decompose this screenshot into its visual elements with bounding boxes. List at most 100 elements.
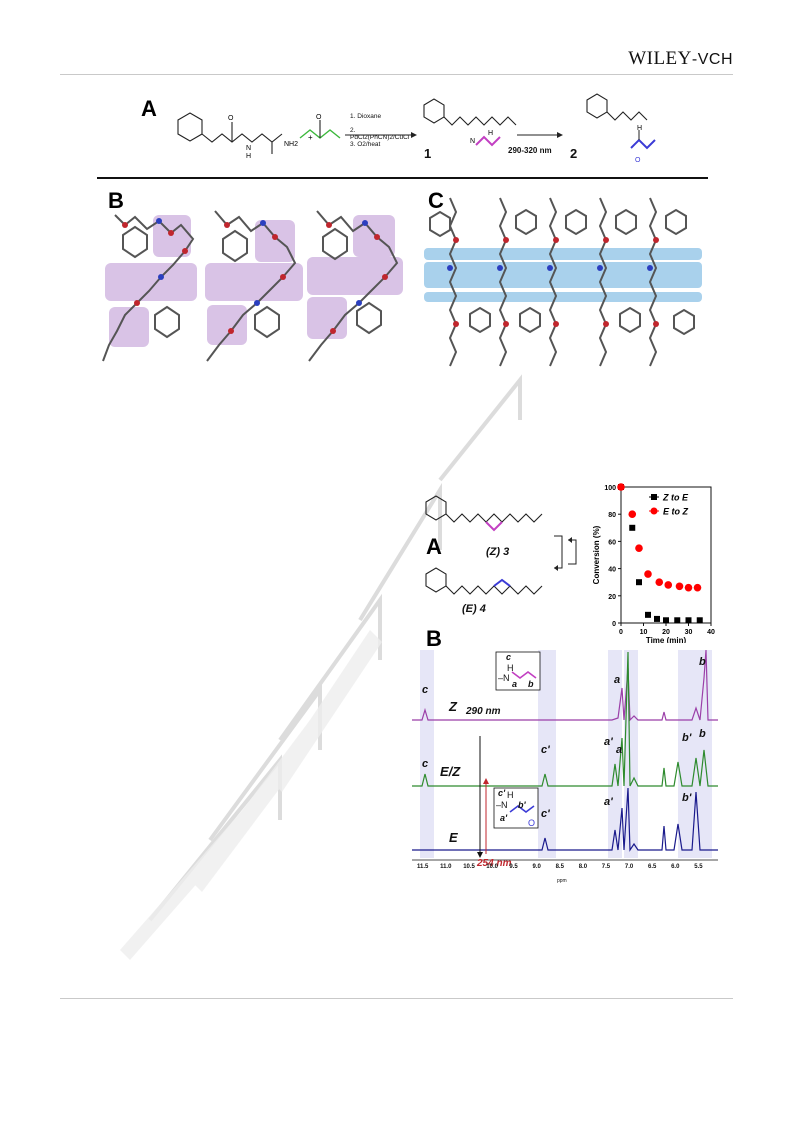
figure1-panel-b-label: B <box>108 188 124 213</box>
footer-rule <box>60 998 733 999</box>
phenyl-ring <box>356 301 382 335</box>
nmr-spectra <box>412 649 718 861</box>
wavelength-label: 290-320 nm <box>508 146 552 155</box>
z-e-isomer-scheme <box>425 495 577 595</box>
highlight-box <box>353 215 395 257</box>
oxygen-atom <box>603 321 609 327</box>
scheme-divider <box>97 177 708 179</box>
compound-4-label: (E) 4 <box>462 603 486 615</box>
nmr-inset-z <box>495 651 541 691</box>
compound-3-label: (Z) 3 <box>486 546 510 558</box>
inset-top-h: H <box>507 663 514 673</box>
molecule-chain <box>308 210 399 362</box>
crystal-packing-b <box>102 210 403 362</box>
molecule-chain <box>648 197 658 367</box>
oxygen-atom <box>503 237 509 243</box>
phenyl-ring <box>469 306 491 334</box>
nmr-tick-label: 11.5 <box>417 864 429 870</box>
data-point-z-to-e <box>685 617 692 624</box>
nmr-tick-label: 10.5 <box>463 864 475 870</box>
data-point-e-to-z <box>693 583 702 592</box>
molecule-chain <box>498 197 508 367</box>
nmr-label-c-z: c <box>422 684 429 696</box>
data-point-e-to-z <box>664 581 673 589</box>
oxygen-atom <box>122 222 128 228</box>
hbond-band <box>424 292 702 302</box>
oxygen-atom <box>553 321 559 327</box>
nmr-highlight-a-prime <box>608 650 622 858</box>
nmr-trace-label-ez: E/Z <box>440 764 461 779</box>
data-point-z-to-e <box>654 615 660 622</box>
figure2-panel-b-label: B <box>426 626 442 651</box>
nmr-trace-z <box>412 649 718 722</box>
y-tick-label: 60 <box>608 539 616 546</box>
phenyl-ring <box>515 208 537 236</box>
inset-bottom-o: O <box>528 818 536 828</box>
inset-top-b: b <box>528 679 534 689</box>
data-point-z-to-e <box>645 611 651 618</box>
nmr-trace-e <box>412 787 718 852</box>
molecule-chain <box>598 197 608 367</box>
data-point-e-to-z <box>628 510 637 518</box>
phenyl-ring <box>429 210 451 238</box>
nmr-label-bp-e: b' <box>682 792 692 804</box>
watermark-stroke <box>358 482 442 622</box>
inset-bottom-a: a' <box>500 813 508 823</box>
nitrogen-atom <box>356 300 362 306</box>
nmr-tick-label: 6.5 <box>648 864 657 870</box>
oxygen-atom <box>168 230 174 236</box>
y-tick-label: 40 <box>608 567 616 574</box>
nmr-tick-label: 7.5 <box>601 864 611 870</box>
nmr-label-a-z: a <box>614 674 621 686</box>
nmr-label-a-ez: a <box>616 744 623 756</box>
nmr-highlight-b <box>678 650 712 858</box>
nitrogen-atom <box>260 220 266 226</box>
oxygen-atom <box>453 321 459 327</box>
data-point-z-to-e <box>636 579 642 586</box>
oxygen-atom <box>382 274 388 280</box>
x-tick-label: 10 <box>640 629 648 636</box>
highlight-box <box>205 263 303 301</box>
nitrogen-atom <box>158 274 164 280</box>
nmr-x-label: ppm <box>557 878 567 884</box>
data-point-e-to-z <box>684 583 693 592</box>
nmr-highlight-a <box>624 650 638 858</box>
y-axis-label: Conversion (%) <box>592 525 601 584</box>
inset-top-a: a <box>512 679 518 689</box>
nmr-label-b-ez: b <box>699 728 706 740</box>
nmr-label-c-ez: c <box>422 758 429 770</box>
y-tick-label: 20 <box>608 594 616 601</box>
irradiation-290-label: 290 nm <box>466 706 501 717</box>
nitrogen-atom <box>547 265 553 271</box>
data-point-z-to-e <box>663 617 669 624</box>
phenyl-ring <box>122 225 148 259</box>
nitrogen-atom <box>497 265 503 271</box>
compound-1-label: 1 <box>424 146 432 161</box>
reaction-arrow-1 <box>345 132 417 138</box>
figure1-panel-a-label: A <box>141 96 157 121</box>
highlight-box <box>207 305 247 345</box>
watermark-stroke <box>208 683 322 842</box>
watermark-stroke <box>438 374 522 482</box>
y-tick-label: 0 <box>612 621 616 628</box>
oxygen-atom <box>134 300 140 306</box>
nmr-label-cp-e: c' <box>541 808 550 820</box>
nmr-tick-label: 9.0 <box>532 864 541 870</box>
data-point-z-to-e <box>674 617 681 624</box>
n-label: N <box>470 138 475 145</box>
data-point-e-to-z <box>635 544 643 552</box>
oxygen-atom <box>603 237 609 243</box>
oxygen-atom <box>224 222 230 228</box>
compound-1-structure: H N <box>423 98 517 147</box>
nmr-label-cp-ez: c' <box>541 744 550 756</box>
hydrogen-label: H <box>246 153 251 160</box>
step-2: 2. PdCl2(PhCN)2/CuCl <box>350 127 410 141</box>
oxygen-atom <box>453 237 459 243</box>
ethyl-acrylate: O <box>299 114 341 139</box>
nitrogen-atom <box>647 265 653 271</box>
oxygen-atom <box>374 234 380 240</box>
nitrogen-atom <box>447 265 453 271</box>
figure1-panel-c-label: C <box>428 188 444 213</box>
